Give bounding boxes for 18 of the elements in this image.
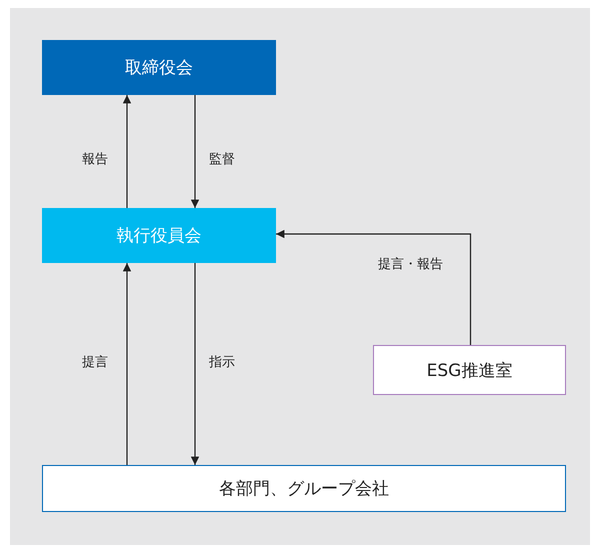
org-box (42, 40, 276, 95)
box-label: 取締役会 (125, 57, 193, 79)
arrow (276, 230, 472, 345)
box-label: 執行役員会 (116, 225, 202, 247)
arrow (122, 95, 132, 208)
box-label: 各部門、グループ会社 (219, 478, 389, 500)
box-label: ESG推進室 (426, 360, 512, 382)
arrow (190, 263, 200, 465)
edge-label: 指示 (207, 353, 237, 371)
arrow (190, 95, 200, 208)
edge-label: 報告 (80, 150, 110, 168)
org-box (42, 208, 276, 263)
arrow (122, 263, 132, 465)
edge-label: 提言・報告 (376, 255, 445, 273)
org-box (42, 465, 566, 512)
edge-label: 提言 (80, 353, 110, 371)
org-box (373, 345, 566, 395)
edge-label: 監督 (207, 150, 237, 168)
